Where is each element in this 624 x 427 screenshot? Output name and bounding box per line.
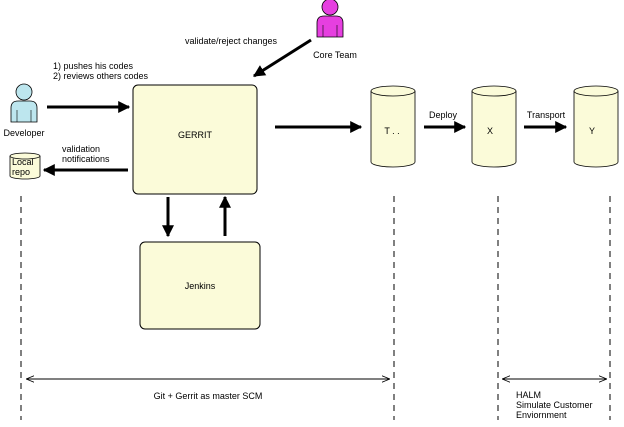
system-t-node[interactable] xyxy=(370,85,416,168)
core-team-actor[interactable] xyxy=(316,0,344,38)
jenkins-label: Jenkins xyxy=(185,281,216,291)
edge-label-core-team-to-gerrit: validate/reject changes xyxy=(185,36,278,46)
local-repo-node[interactable] xyxy=(9,152,41,180)
core-team-body xyxy=(316,15,344,38)
edge-label-transport: Transport xyxy=(527,110,566,120)
developer-actor[interactable] xyxy=(10,83,38,123)
gerrit-node[interactable] xyxy=(132,84,258,195)
core-team-label: Core Team xyxy=(313,50,357,60)
edge-label-gerrit-to-local: validation notifications xyxy=(62,144,110,164)
scope-halm-label: HALM Simulate Customer Enviornment xyxy=(516,390,595,420)
developer-body xyxy=(10,100,38,123)
arrow-core-team-to-gerrit xyxy=(252,38,312,78)
core-team-head xyxy=(321,0,339,16)
system-y-label: Y xyxy=(589,126,595,136)
jenkins-node[interactable] xyxy=(139,241,261,330)
guide-lines xyxy=(20,196,611,420)
system-x-node[interactable] xyxy=(471,85,517,168)
gerrit-label: GERRIT xyxy=(178,130,213,140)
local-repo-label: Local repo xyxy=(12,157,36,177)
edge-label-deploy: Deploy xyxy=(429,110,458,120)
edge-label-developer-to-gerrit: 1) pushes his codes 2) reviews others co… xyxy=(53,61,149,81)
system-x-label: X xyxy=(487,126,493,136)
developer-head xyxy=(15,83,33,101)
developer-label: Developer xyxy=(3,128,44,138)
system-t-label: T . . xyxy=(384,126,399,136)
arrows xyxy=(42,38,568,238)
scope-git-gerrit-label: Git + Gerrit as master SCM xyxy=(154,391,263,401)
system-y-node[interactable] xyxy=(573,85,619,168)
